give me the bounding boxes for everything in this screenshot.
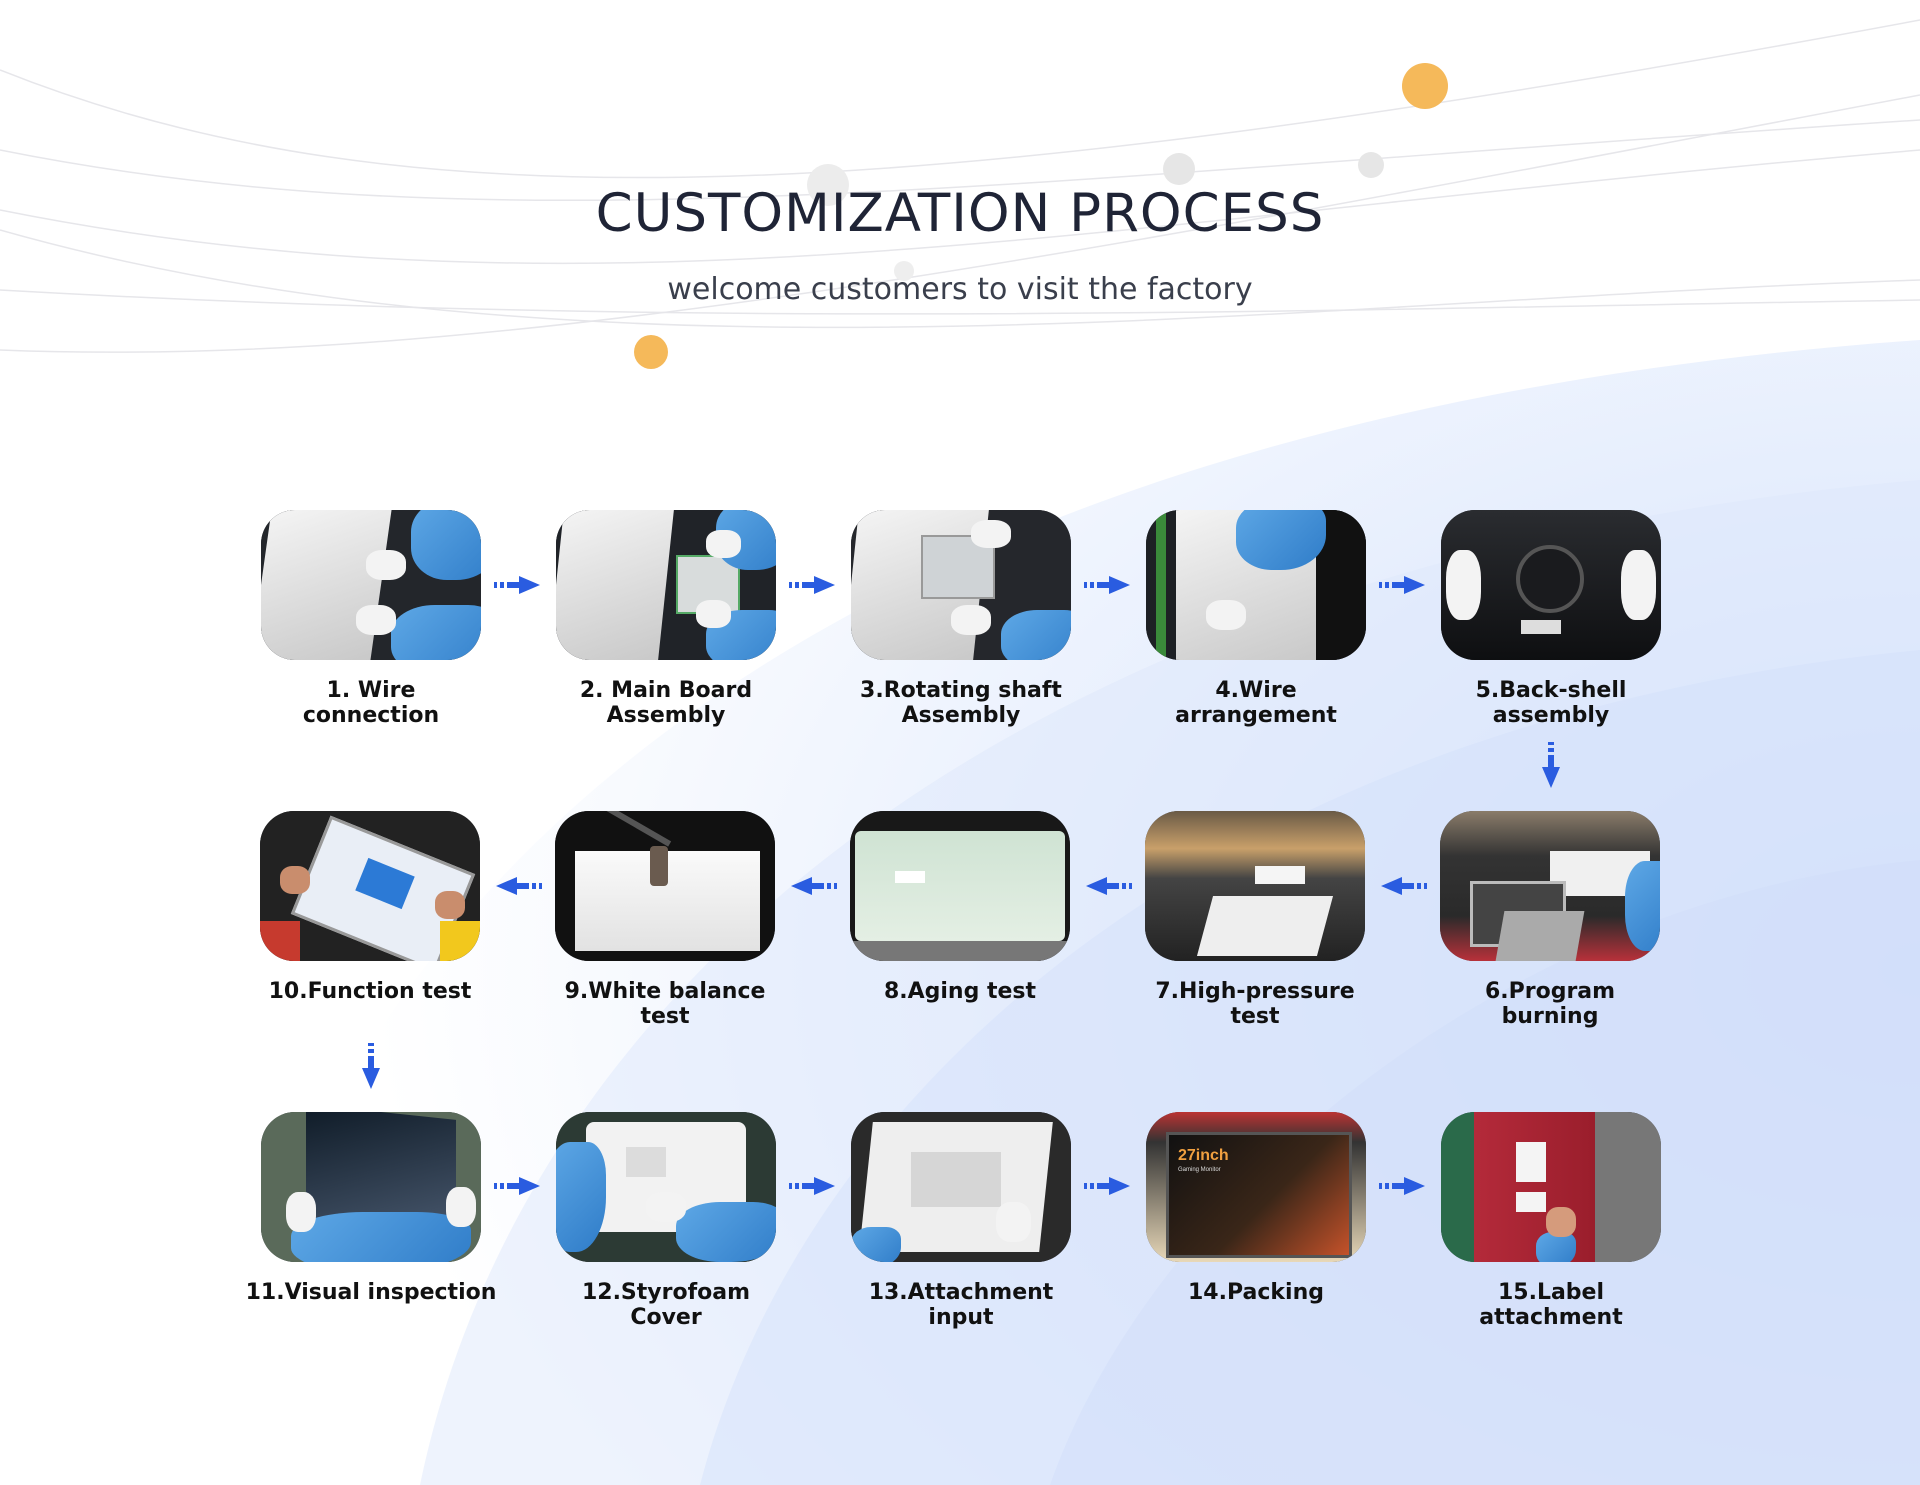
arrow-right-icon [1379,576,1425,594]
step-label: 15.Label attachment [1479,1280,1623,1330]
step-label: 6.Program burning [1484,979,1616,1029]
step-14: 27inch Gaming Monitor 14.Packing [1146,1112,1366,1305]
step-2: 2. Main Board Assembly [556,510,776,728]
step-1: 1. Wire connection [261,510,481,728]
step-10: 10.Function test [260,811,480,1004]
wire-connection-photo [261,510,481,660]
label-photo [1441,1112,1661,1262]
step-5: 5.Back-shell assembly [1441,510,1661,728]
step-12: 12.Styrofoam Cover [556,1112,776,1330]
step-7: 7.High-pressure test [1145,811,1365,1029]
step-label: 11.Visual inspection [245,1280,497,1305]
arrow-right-icon [1084,576,1130,594]
step-label: 2. Main Board Assembly [579,678,753,728]
step-label: 13.Attachment input [868,1280,1054,1330]
step-label: 14.Packing [1188,1280,1324,1305]
arrow-right-icon [494,576,540,594]
arrow-left-icon [791,877,837,895]
high-pressure-photo [1145,811,1365,961]
styrofoam-photo [556,1112,776,1262]
arrow-left-icon [1381,877,1427,895]
arrow-down-icon [1542,742,1560,788]
step-4: 4.Wire arrangement [1146,510,1366,728]
rotating-shaft-photo [851,510,1071,660]
step-label: 12.Styrofoam Cover [581,1280,751,1330]
arrow-right-icon [789,576,835,594]
step-9: 9.White balance test [555,811,775,1029]
program-burning-photo [1440,811,1660,961]
arrow-left-icon [496,877,542,895]
page-title: CUSTOMIZATION PROCESS [595,183,1325,244]
step-label: 4.Wire arrangement [1175,678,1337,728]
step-label: 1. Wire connection [302,678,440,728]
step-label: 9.White balance test [564,979,766,1029]
arrow-left-icon [1086,877,1132,895]
arrow-down-icon [362,1043,380,1089]
packing-box-caption: Gaming Monitor [1178,1167,1221,1173]
step-13: 13.Attachment input [851,1112,1071,1330]
wire-arrangement-photo [1146,510,1366,660]
aging-test-photo [850,811,1070,961]
step-6: 6.Program burning [1440,811,1660,1029]
packing-box-size-text: 27inch [1178,1147,1229,1164]
arrow-right-icon [1084,1177,1130,1195]
arrow-right-icon [789,1177,835,1195]
arrow-right-icon [494,1177,540,1195]
back-shell-photo [1441,510,1661,660]
page-subtitle: welcome customers to visit the factory [667,272,1253,307]
step-label: 3.Rotating shaft Assembly [860,678,1062,728]
step-label: 8.Aging test [883,979,1037,1004]
packing-photo: 27inch Gaming Monitor [1146,1112,1366,1262]
main-board-photo [556,510,776,660]
attachment-photo [851,1112,1071,1262]
step-label: 7.High-pressure test [1155,979,1355,1029]
arrow-right-icon [1379,1177,1425,1195]
step-label: 10.Function test [268,979,472,1004]
white-balance-photo [555,811,775,961]
step-label: 5.Back-shell assembly [1475,678,1627,728]
step-11: 11.Visual inspection [246,1112,496,1305]
step-15: 15.Label attachment [1441,1112,1661,1330]
visual-inspection-photo [261,1112,481,1262]
step-8: 8.Aging test [850,811,1070,1004]
step-3: 3.Rotating shaft Assembly [851,510,1071,728]
function-test-photo [260,811,480,961]
